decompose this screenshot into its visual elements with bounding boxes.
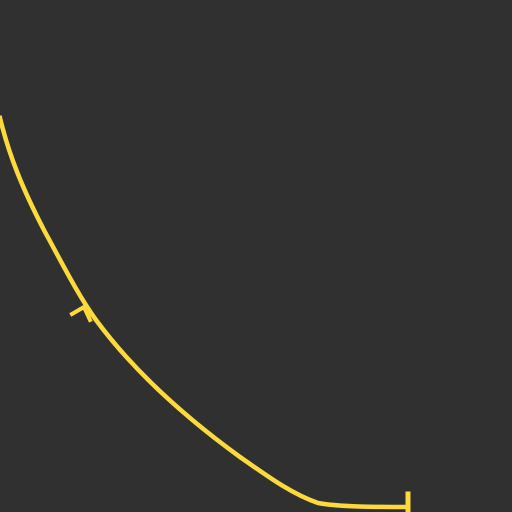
route-line[interactable] bbox=[0, 115, 411, 510]
route-tick-marker bbox=[69, 304, 93, 323]
